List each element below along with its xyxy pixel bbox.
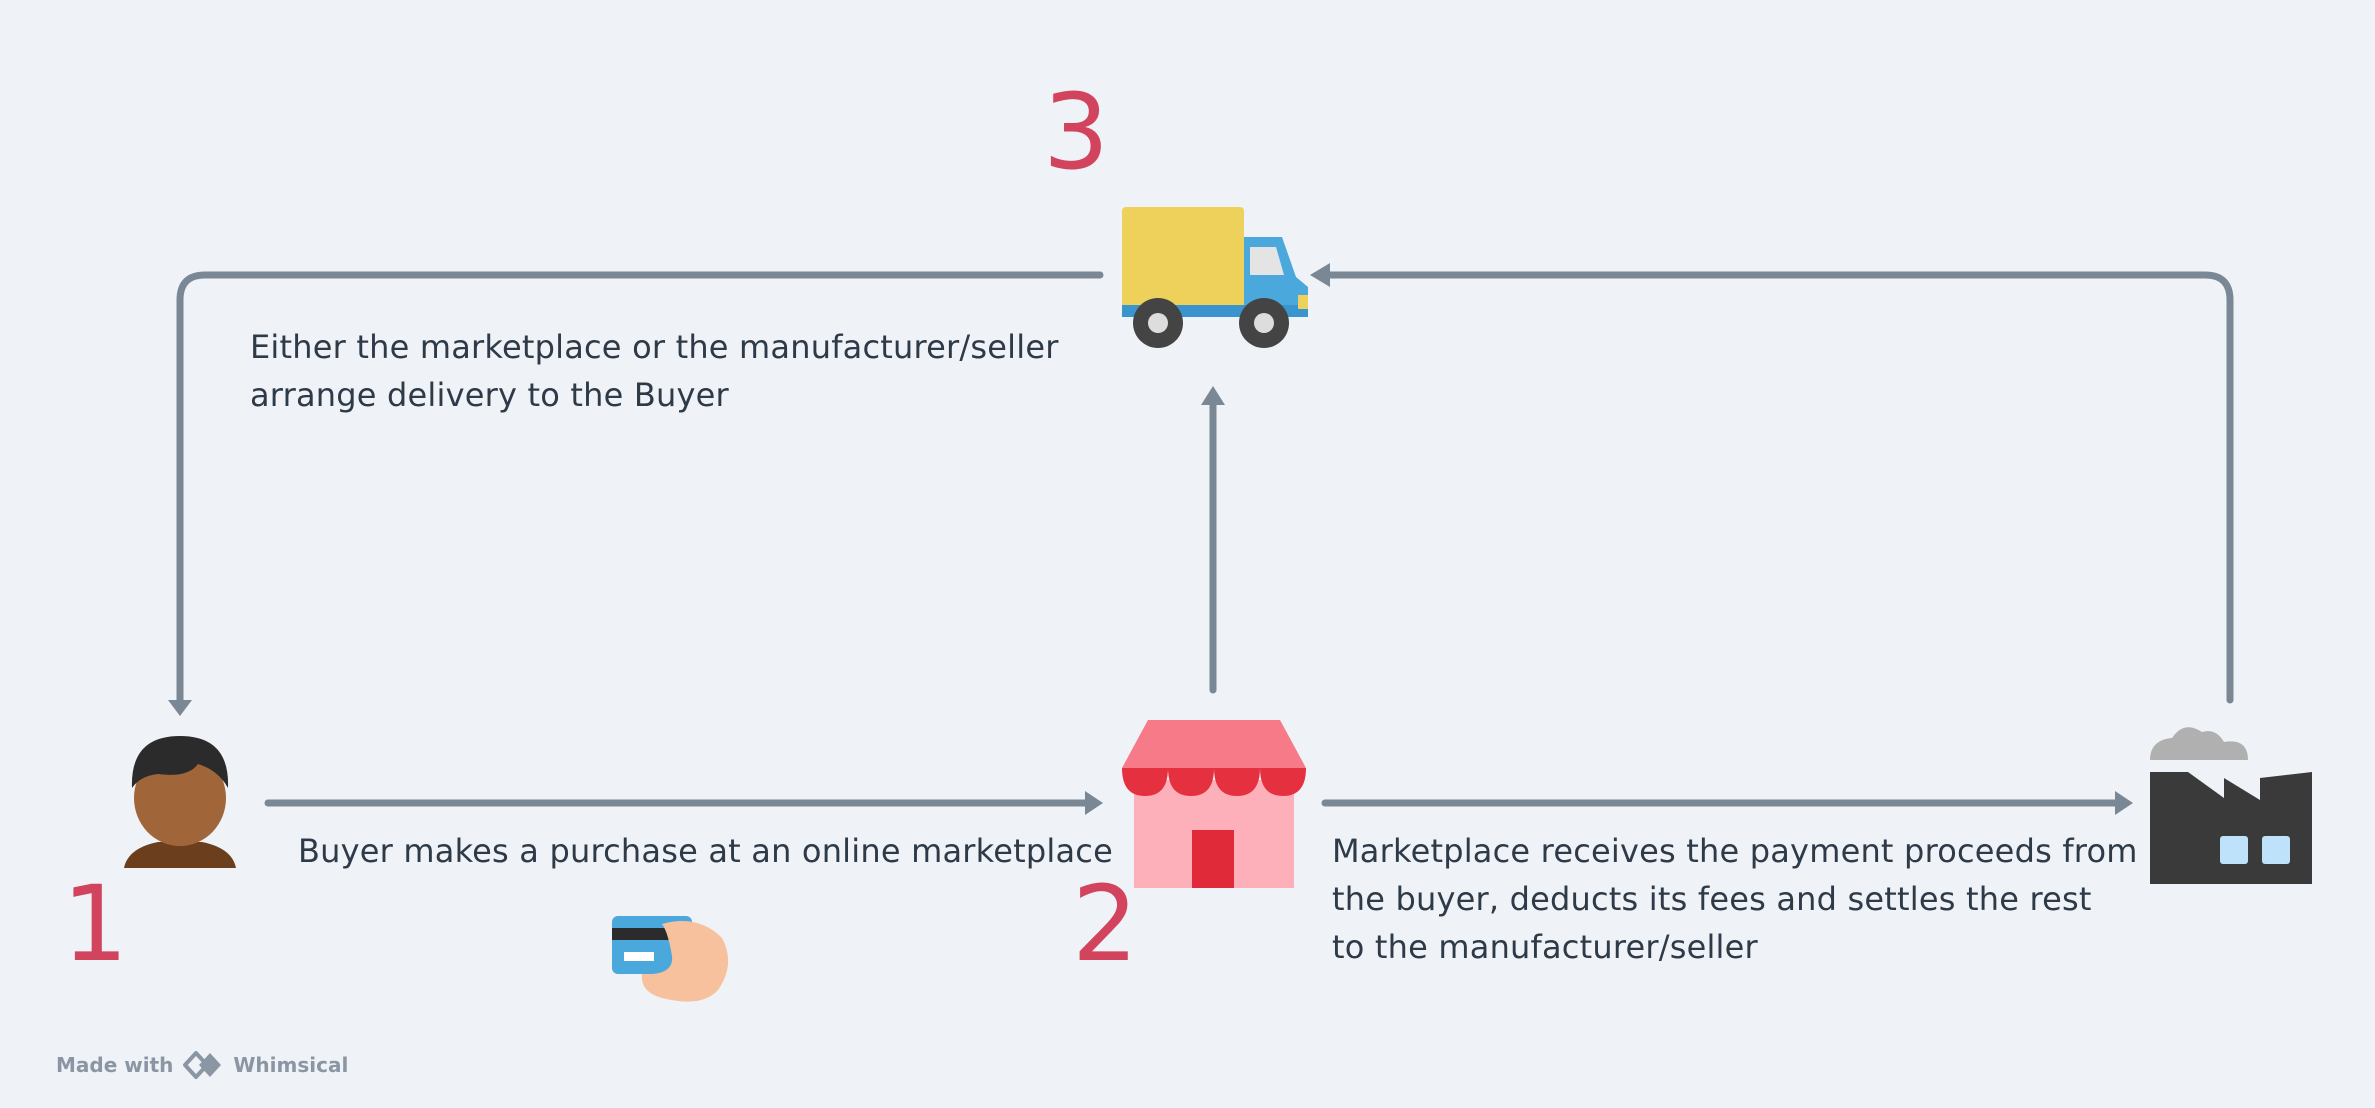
step-number-1: 1 [62,863,129,985]
buyer-icon [124,736,236,868]
delivery-label-line-2: arrange delivery to the Buyer [250,376,729,414]
step-number-2: 2 [1072,863,1139,985]
settlement-label-line-1: Marketplace receives the payment proceed… [1332,832,2138,870]
arrow-truck-to-buyer [176,271,1104,704]
truck-icon [1122,207,1308,348]
settlement-label: Marketplace receives the payment proceed… [1332,827,2138,971]
settlement-label-line-3: to the manufacturer/seller [1332,928,1758,966]
made-with-whimsical[interactable]: Made with Whimsical [56,1050,348,1080]
delivery-label-line-1: Either the marketplace or the manufactur… [250,328,1059,366]
purchase-label-text: Buyer makes a purchase at an online mark… [298,832,1113,870]
whimsical-logo-icon [183,1051,222,1079]
step-number-3: 3 [1043,71,1110,193]
purchase-label: Buyer makes a purchase at an online mark… [298,827,1113,875]
store-icon [1122,720,1306,888]
settlement-label-line-2: the buyer, deducts its fees and settles … [1332,880,2092,918]
arrow-factory-to-truck [1326,271,2234,704]
card-payment-icon [612,916,729,1002]
made-with-text: Made with [56,1053,174,1077]
delivery-label: Either the marketplace or the manufactur… [250,323,1059,419]
factory-icon [2150,727,2312,884]
whimsical-brand-text: Whimsical [233,1053,349,1077]
